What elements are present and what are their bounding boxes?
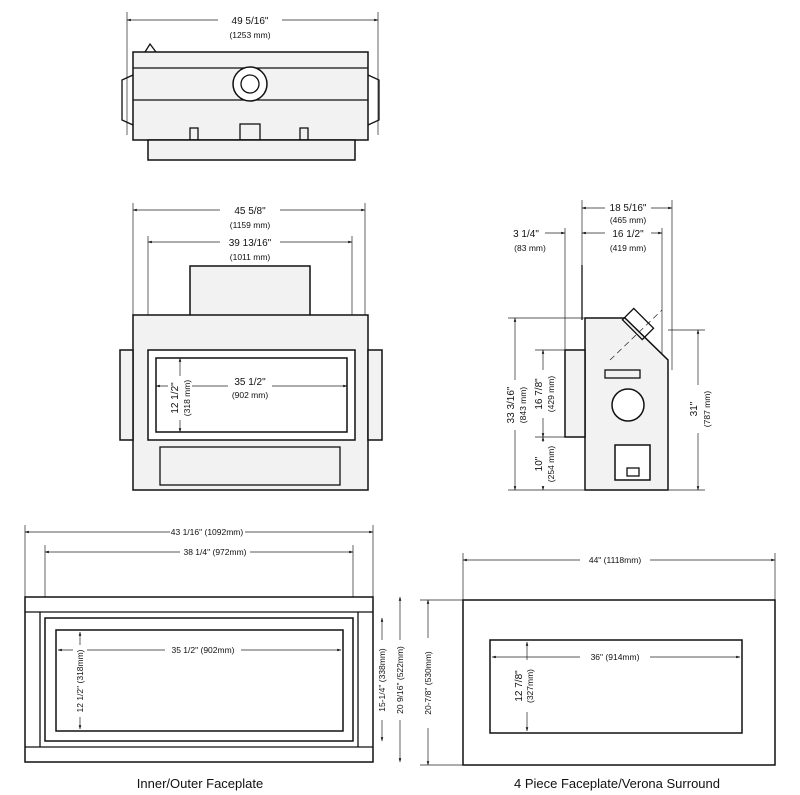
surround-opening-height-in: 12 7/8" <box>514 670 525 702</box>
side-body-depth-in: 16 1/2" <box>612 229 644 240</box>
faceplate-caption: Inner/Outer Faceplate <box>137 776 263 791</box>
side-base-height-in: 10" <box>534 456 545 471</box>
top-view: 49 5/16" (1253 mm) <box>121 12 380 161</box>
inner-outer-faceplate: 43 1/16" (1092mm) 38 1/4" (972mm) 35 1/2… <box>24 525 407 791</box>
front-glass-height-in: 12 1/2" <box>170 382 181 414</box>
side-base-height-mm: (254 mm) <box>546 446 556 483</box>
side-body-depth-mm: (419 mm) <box>610 243 647 253</box>
faceplate-glass-height: 12 1/2" (318mm) <box>75 649 85 712</box>
side-depth-in: 18 5/16" <box>610 203 647 214</box>
surround-caption: 4 Piece Faceplate/Verona Surround <box>514 776 720 791</box>
front-glass-height-mm: (318 mm) <box>182 380 192 417</box>
side-depth-mm: (465 mm) <box>610 215 647 225</box>
top-width-in: 49 5/16" <box>232 16 269 27</box>
faceplate-inner-width: 38 1/4" (972mm) <box>183 547 246 557</box>
side-total-height-mm: (843 mm) <box>518 387 528 424</box>
front-outer-width-in: 45 5/8" <box>234 206 266 217</box>
side-rear-height-mm: (787 mm) <box>702 391 712 428</box>
surround-height: 20-7/8" (530mm) <box>423 651 433 715</box>
front-glass-width-in: 35 1/2" <box>234 377 266 388</box>
front-view: 45 5/8" (1159 mm) 39 13/16" (1011 mm) 35… <box>119 200 383 491</box>
side-offset-in: 3 1/4" <box>513 229 539 240</box>
faceplate-outer-height: 20 9/16" (522mm) <box>395 646 405 714</box>
front-outer-width-mm: (1159 mm) <box>230 220 271 230</box>
side-opening-height-mm: (429 mm) <box>546 376 556 413</box>
side-total-height-in: 33 3/16" <box>506 386 517 423</box>
faceplate-inner-height: 15-1/4" (338mm) <box>377 648 387 712</box>
top-width-mm: (1253 mm) <box>229 30 270 40</box>
surround-opening-width: 36" (914mm) <box>591 652 640 662</box>
side-offset-mm: (83 mm) <box>514 243 546 253</box>
front-inner-width-in: 39 13/16" <box>229 238 272 249</box>
surround-opening-height-mm: (327mm) <box>525 669 535 703</box>
side-view: 18 5/16" (465 mm) 16 1/2" (419 mm) 3 1/4… <box>503 199 714 491</box>
front-glass-width-mm: (902 mm) <box>232 390 269 400</box>
verona-surround: 44" (1118mm) 36" (914mm) 12 7/8" (327mm)… <box>420 553 776 791</box>
side-opening-height-in: 16 7/8" <box>534 378 545 410</box>
faceplate-glass-width: 35 1/2" (902mm) <box>171 645 234 655</box>
faceplate-outer-width: 43 1/16" (1092mm) <box>171 527 244 537</box>
front-inner-width-mm: (1011 mm) <box>230 252 271 262</box>
surround-width: 44" (1118mm) <box>589 555 641 565</box>
side-rear-height-in: 31" <box>689 401 700 416</box>
